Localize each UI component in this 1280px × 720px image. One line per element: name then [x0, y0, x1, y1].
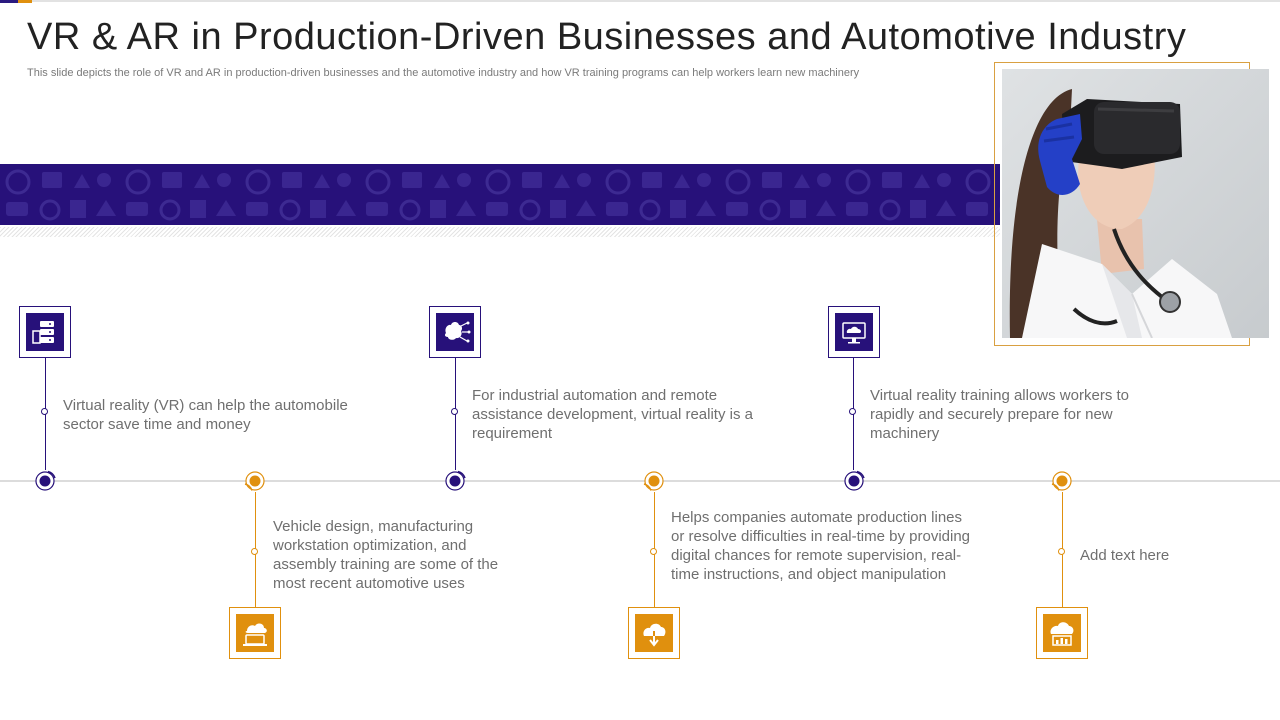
step-3-node	[445, 470, 466, 491]
step-4-icon-box	[628, 607, 680, 659]
decorative-banner	[0, 164, 1000, 225]
step-1-text: Virtual reality (VR) can help the automo…	[63, 397, 348, 433]
banner-shadow	[0, 227, 1000, 237]
step-6-text: Add text here	[1080, 547, 1170, 564]
step-2-connector-dot	[251, 548, 258, 555]
step-3-text: For industrial automation and remote ass…	[472, 387, 753, 442]
step-5-text: Virtual reality training allows workers …	[870, 387, 1129, 442]
step-5-icon-box	[828, 306, 880, 358]
step-5-connector-dot	[849, 408, 856, 415]
cloud-circuit-icon	[444, 321, 471, 343]
step-4-node	[643, 471, 664, 491]
step-4-connector-dot	[650, 548, 657, 555]
step-2-text: Vehicle design, manufacturing workstatio…	[273, 518, 499, 592]
cloud-analytics-icon	[1050, 622, 1074, 646]
timeline-axis	[0, 480, 1280, 482]
step-4-text: Helps companies automate production line…	[671, 509, 971, 583]
step-1-icon-box	[19, 306, 71, 358]
page-title: VR & AR in Production-Driven Businesses …	[27, 16, 1187, 58]
vr-headset-photo	[1002, 69, 1269, 338]
cloud-monitor-icon	[842, 322, 866, 344]
top-rule	[0, 0, 1280, 2]
cloud-laptop-icon	[243, 623, 267, 646]
accent-mark-purple	[0, 0, 18, 3]
step-5-node	[844, 470, 865, 491]
server-database-icon	[32, 321, 54, 344]
page-subtitle: This slide depicts the role of VR and AR…	[27, 67, 860, 79]
step-3-connector-dot	[451, 408, 458, 415]
step-2-icon-box	[229, 607, 281, 659]
step-6-connector-dot	[1058, 548, 1065, 555]
step-6-node	[1051, 471, 1072, 491]
step-1-node	[35, 470, 56, 491]
step-2-node	[244, 471, 265, 491]
step-6-icon-box	[1036, 607, 1088, 659]
step-1-connector-dot	[41, 408, 48, 415]
accent-mark-orange	[18, 0, 32, 3]
step-3-icon-box	[429, 306, 481, 358]
banner-icon-pattern	[0, 164, 1000, 225]
cloud-download-icon	[643, 623, 666, 647]
